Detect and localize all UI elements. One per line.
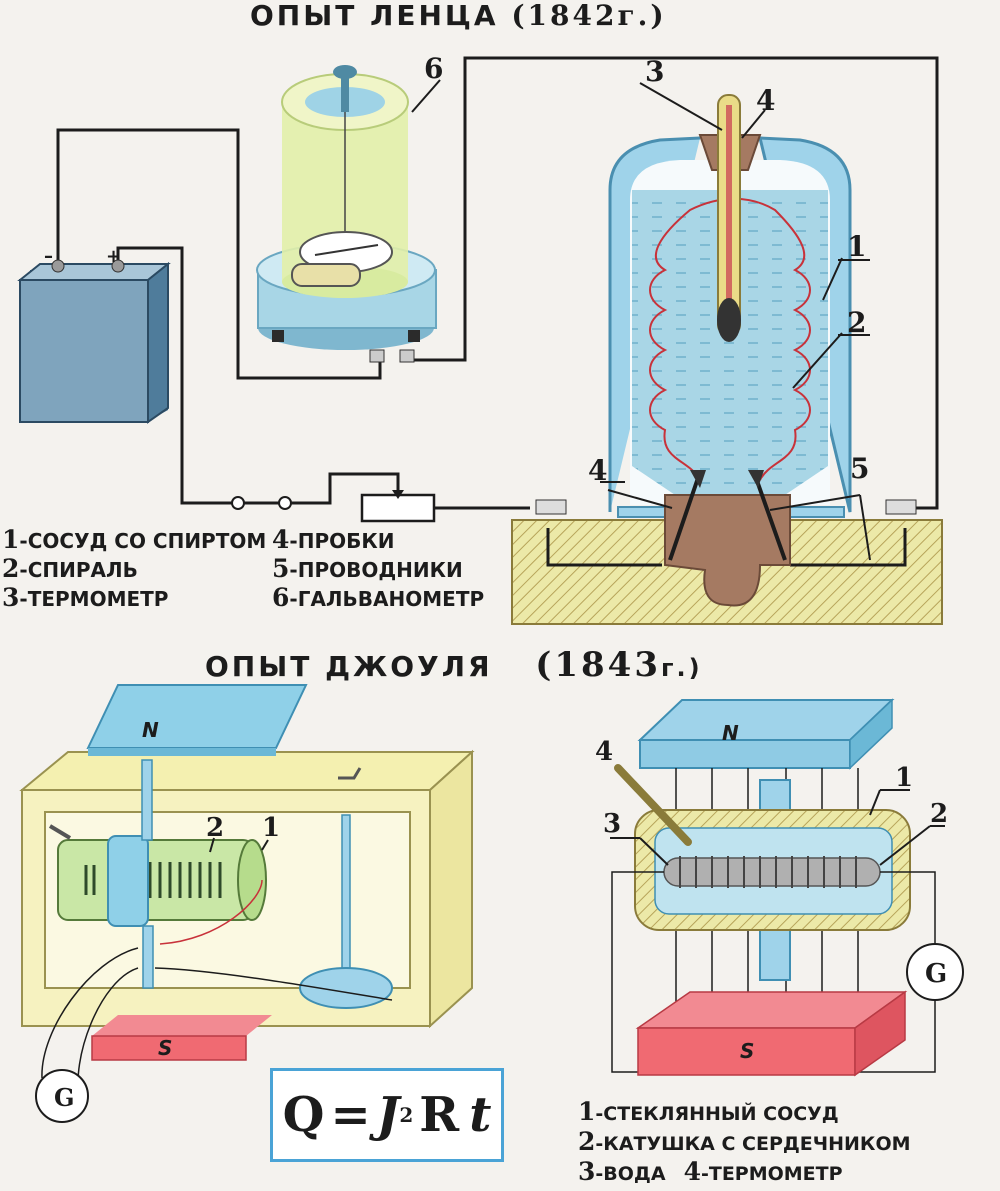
galvanometer-6 bbox=[256, 65, 437, 363]
galvanometer-right bbox=[906, 943, 964, 1001]
joule-left-callout-2: 2 bbox=[206, 813, 224, 843]
joule-legend-item-1: 1-СТЕКЛЯННЫЙ СОСУД bbox=[578, 1097, 839, 1126]
legend-item-4: 4-ПРОБКИ bbox=[272, 525, 395, 554]
lenz-title-year: (1842г.) bbox=[511, 0, 667, 32]
joule-title-year-suffix: г.) bbox=[660, 654, 703, 682]
bottom-cork bbox=[664, 494, 791, 607]
vessel-base bbox=[511, 470, 943, 625]
formula-equals: = bbox=[330, 1087, 371, 1143]
north-label-right: N bbox=[722, 721, 739, 745]
joule-left-apparatus bbox=[19, 684, 475, 1123]
joule-title-year: (1843 bbox=[535, 645, 661, 685]
galvanometer-right-label: G bbox=[925, 959, 947, 989]
callout-1: 1 bbox=[847, 230, 866, 263]
north-pole-right bbox=[637, 699, 895, 741]
formula-time: t bbox=[469, 1087, 492, 1143]
callout-3: 3 bbox=[645, 55, 664, 88]
thermometer bbox=[698, 94, 762, 342]
lenz-experiment: 6 3 4 1 2 4 5 – + bbox=[17, 52, 943, 625]
callout-4-bottom: 4 bbox=[588, 454, 607, 487]
south-label-left: S bbox=[158, 1036, 172, 1060]
plus-sign: + bbox=[106, 246, 121, 267]
joule-legend: 1-СТЕКЛЯННЫЙ СОСУД 2-КАТУШКА С СЕРДЕЧНИК… bbox=[578, 1098, 911, 1188]
callout-4-top: 4 bbox=[756, 84, 775, 117]
joule-right-callout-1: 1 bbox=[895, 763, 913, 793]
legend-item-1: 1-СОСУД СО СПИРТОМ bbox=[2, 525, 267, 554]
rheostat bbox=[360, 490, 436, 523]
lenz-legend-left: 1-СОСУД СО СПИРТОМ 2-СПИРАЛЬ 3-ТЕРМОМЕТР bbox=[2, 526, 266, 613]
formula-q: Q bbox=[282, 1087, 325, 1143]
switch bbox=[231, 496, 292, 510]
north-pole-left bbox=[86, 684, 308, 749]
lenz-wires bbox=[56, 56, 939, 510]
callout-6: 6 bbox=[424, 52, 443, 85]
formula-power: 2 bbox=[399, 1103, 414, 1127]
battery-plus-terminal bbox=[111, 259, 125, 273]
north-label-left: N bbox=[142, 718, 159, 742]
joule-title: ОПЫТ ДЖОУЛЯ (1843г.) bbox=[205, 648, 703, 685]
galvanometer-left-label: G bbox=[54, 1083, 75, 1112]
legend-item-2: 2-СПИРАЛЬ bbox=[2, 554, 138, 583]
joule-right-callout-2: 2 bbox=[930, 799, 948, 829]
joule-left-callout-1: 1 bbox=[262, 813, 280, 843]
legend-item-3: 3-ТЕРМОМЕТР bbox=[2, 583, 169, 612]
joule-right-apparatus bbox=[610, 698, 964, 1077]
lenz-legend-right: 4-ПРОБКИ 5-ПРОВОДНИКИ 6-ГАЛЬВАНОМЕТР bbox=[272, 526, 484, 613]
lenz-title-text: ОПЫТ ЛЕНЦА bbox=[250, 0, 499, 32]
callout-5: 5 bbox=[850, 452, 869, 485]
joule-title-text: ОПЫТ ДЖОУЛЯ bbox=[205, 650, 493, 683]
joule-right-callout-4: 4 bbox=[595, 737, 613, 767]
legend-item-6: 6-ГАЛЬВАНОМЕТР bbox=[272, 583, 485, 612]
joule-thermometer bbox=[614, 764, 692, 846]
lenz-leaders bbox=[411, 79, 871, 561]
galvanometer-left bbox=[35, 1069, 89, 1123]
formula-current: J bbox=[376, 1087, 400, 1143]
lenz-title: ОПЫТ ЛЕНЦА (1842г.) bbox=[250, 0, 667, 32]
south-label-right: S bbox=[740, 1039, 754, 1063]
battery bbox=[17, 259, 171, 424]
minus-sign: – bbox=[44, 246, 53, 267]
battery-minus-terminal bbox=[51, 259, 65, 273]
joule-right-callout-3: 3 bbox=[603, 809, 621, 839]
joule-legend-item-2: 2-КАТУШКА С СЕРДЕЧНИКОМ bbox=[578, 1127, 911, 1156]
callout-2: 2 bbox=[847, 306, 866, 339]
south-pole-left bbox=[91, 1035, 247, 1061]
legend-item-5: 5-ПРОВОДНИКИ bbox=[272, 554, 463, 583]
formula-resistance: R bbox=[419, 1087, 460, 1143]
